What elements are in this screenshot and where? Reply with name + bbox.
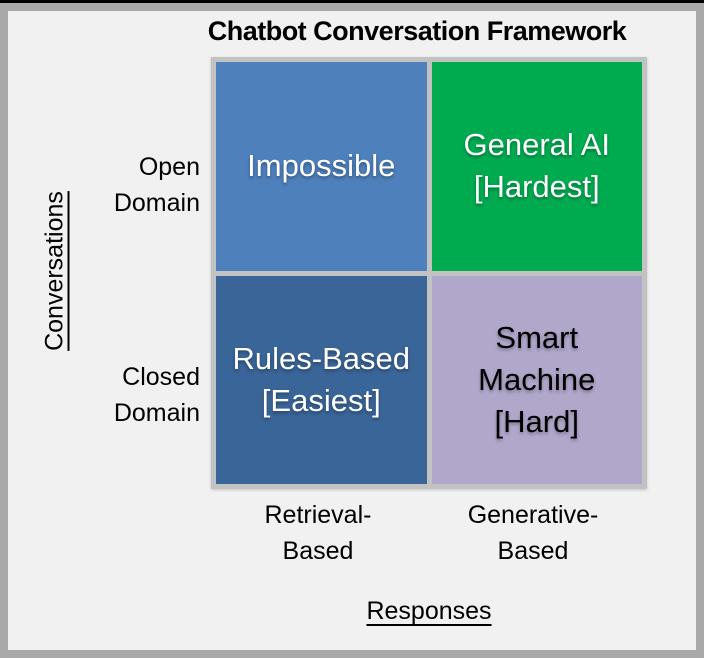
col-label-retrieval-line1: Retrieval-: [264, 501, 372, 529]
row-label-open-line1: Open: [138, 153, 200, 181]
col-label-generative-line1: Generative-: [467, 501, 599, 529]
col-label-retrieval-based: Retrieval- Based: [208, 497, 428, 569]
quadrant-general-ai-label: General AI: [463, 127, 610, 163]
x-axis-label-text: Responses: [366, 597, 492, 625]
quadrant-rules-based: Rules-Based [Easiest]: [216, 275, 427, 484]
quadrant-matrix: Impossible General AI [Hardest] Rules-Ba…: [211, 57, 647, 489]
col-label-generative-based: Generative- Based: [423, 497, 643, 569]
row-label-closed-line2: Domain: [113, 399, 200, 427]
quadrant-rules-based-label: Rules-Based: [232, 340, 410, 376]
top-black-edge: [0, 0, 704, 3]
col-label-generative-line2: Based: [497, 537, 569, 565]
page-title: Chatbot Conversation Framework: [207, 16, 627, 46]
row-label-closed-line1: Closed: [122, 363, 200, 391]
row-label-open-line2: Domain: [113, 189, 200, 217]
quadrant-general-ai-difficulty: [Hardest]: [473, 169, 600, 205]
quadrant-rules-based-difficulty: [Easiest]: [261, 382, 381, 418]
x-axis-label: Responses: [211, 597, 647, 626]
quadrant-smart-machine-label-line2: Machine: [478, 361, 596, 397]
y-axis-label: Conversations: [40, 191, 69, 351]
quadrant-impossible: Impossible: [216, 62, 427, 271]
quadrant-smart-machine: Smart Machine [Hard]: [431, 275, 642, 484]
quadrant-smart-machine-label-line1: Smart: [495, 319, 579, 355]
quadrant-smart-machine-difficulty: [Hard]: [494, 403, 579, 439]
quadrant-impossible-label: Impossible: [247, 148, 396, 184]
row-label-closed-domain: Closed Domain: [114, 359, 200, 431]
row-label-open-domain: Open Domain: [114, 149, 200, 221]
quadrant-general-ai: General AI [Hardest]: [431, 62, 642, 271]
col-label-retrieval-line2: Based: [282, 537, 354, 565]
